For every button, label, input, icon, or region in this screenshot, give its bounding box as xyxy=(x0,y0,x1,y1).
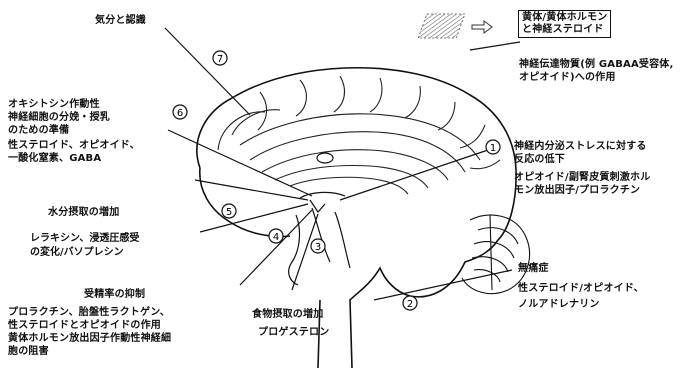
anesthesia-line-2: 性ステロイド/オピオイド、 xyxy=(518,282,644,295)
fertility-line-4: 黄体ホルモン放出因子作動性神経細 xyxy=(8,332,171,345)
oxytocin-line-3: のための準備 xyxy=(8,124,140,137)
brain-inner xyxy=(289,153,350,285)
label-oxytocin: オキシトシン作動性 神経細胞の分娩・授乳 のための準備 性ステロイド、オピオイド… xyxy=(8,98,140,165)
marker-7: 7 xyxy=(213,51,227,65)
neurotrans-line-2: オピオイド)への作用 xyxy=(519,71,674,84)
oxytocin-line-5: 一酸化窒素、GABA xyxy=(8,152,140,165)
fertility-line-2: プロラクチン、胎盤性ラクトゲン、 xyxy=(8,306,171,319)
svg-text:2: 2 xyxy=(407,299,413,310)
neurotrans-line-1: 神経伝達物質(例 GABAA受容体, xyxy=(519,58,674,71)
brain-gyri xyxy=(218,76,500,194)
label-anesthesia: 無痛症 xyxy=(518,262,549,275)
corpus-title-line-2: と神経ステロイド xyxy=(522,24,607,36)
stress-line-3: オピオイド/副腎皮質刺激ホル xyxy=(514,171,650,184)
label-anesthesia-detail: 性ステロイド/オピオイド、 ノルアドレナリン xyxy=(518,282,644,311)
corpus-title-line-1: 黄体/黄体ホルモン xyxy=(522,12,607,24)
oxytocin-line-2: 神経細胞の分娩・授乳 xyxy=(8,111,140,124)
label-water: 水分摂取の増加 xyxy=(48,206,119,219)
corpus-luteum-icon xyxy=(418,14,492,38)
svg-text:6: 6 xyxy=(177,108,183,119)
label-corpus-luteum-box: 黄体/黄体ホルモン と神経ステロイド xyxy=(518,10,611,38)
svg-text:7: 7 xyxy=(217,54,223,65)
marker-1: 1 xyxy=(486,140,500,154)
svg-text:5: 5 xyxy=(226,207,232,218)
marker-3: 3 xyxy=(311,239,325,253)
label-water-detail: レラキシン、浸透圧感受 の変化/バソプレシン xyxy=(30,232,139,260)
label-fertility: 受精率の抑制 xyxy=(84,288,145,301)
label-neurotransmitters: 神経伝達物質(例 GABAA受容体, オピオイド)への作用 xyxy=(519,58,674,84)
marker-2: 2 xyxy=(403,296,417,310)
fertility-line-5: 胞の阻害 xyxy=(8,345,171,358)
marker-6: 6 xyxy=(173,105,187,119)
oxytocin-line-1: オキシトシン作動性 xyxy=(8,98,140,111)
label-food: 食物摂取の増加 xyxy=(252,308,323,321)
label-mood: 気分と認識 xyxy=(95,14,146,27)
svg-text:3: 3 xyxy=(315,242,321,253)
label-food-detail: プロゲステロン xyxy=(258,326,329,339)
label-stress: 神経内分泌ストレスに対する 反応の低下 オピオイド/副腎皮質刺激ホル モン放出因… xyxy=(514,140,650,197)
anesthesia-line-3: ノルアドレナリン xyxy=(518,298,644,311)
label-fertility-detail: プロラクチン、胎盤性ラクトゲン、 性ステロイドとオピオイドの作用 黄体ホルモン放… xyxy=(8,306,171,358)
stress-line-2: 反応の低下 xyxy=(514,153,650,166)
stress-line-4: モン放出因子/プロラクチン xyxy=(514,184,650,197)
oxytocin-line-4: 性ステロイド、オピオイド、 xyxy=(8,139,140,152)
water-line-3: の変化/バソプレシン xyxy=(30,246,139,260)
marker-4: 4 xyxy=(269,229,283,243)
brain-outline xyxy=(197,68,516,368)
marker-5: 5 xyxy=(222,204,236,218)
fertility-line-3: 性ステロイドとオピオイドの作用 xyxy=(8,319,171,332)
svg-text:1: 1 xyxy=(490,143,496,154)
water-line-2: レラキシン、浸透圧感受 xyxy=(30,232,139,246)
stress-line-1: 神経内分泌ストレスに対する xyxy=(514,140,650,153)
svg-text:4: 4 xyxy=(273,232,279,243)
